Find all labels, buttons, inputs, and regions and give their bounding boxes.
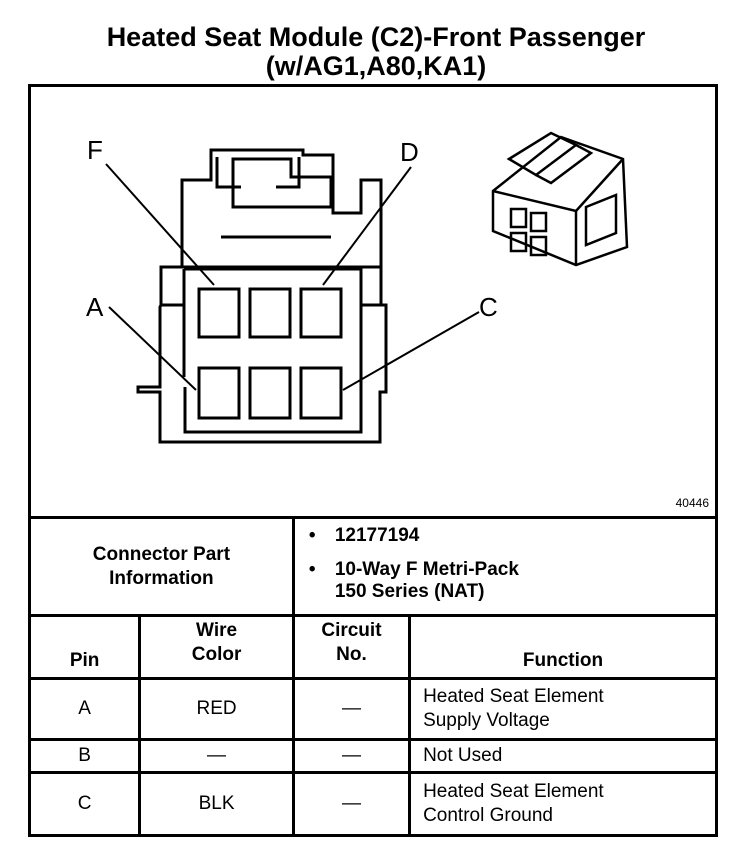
cavity-D — [299, 287, 343, 339]
callout-label-A: A — [86, 292, 104, 322]
wire-color-cell: — — [138, 738, 295, 774]
connector-part-info-list: • 12177194 • 10-Way F Metri-Pack 150 Ser… — [291, 516, 719, 617]
header-wire-color-line1: Wire — [196, 620, 238, 641]
circuit-cell: — — [291, 738, 412, 774]
wire-color-cell: BLK — [138, 771, 295, 837]
header-circuit-no: Circuit No. — [291, 614, 412, 680]
wire-color-cell: RED — [138, 677, 295, 741]
connector-part-info-row: Connector Part Information • 12177194 • … — [28, 516, 719, 617]
page-title: Heated Seat Module (C2)-Front Passenger — [106, 22, 646, 52]
bullet-icon: • — [308, 559, 316, 580]
connector-body — [136, 265, 388, 444]
header-wire-color: Wire Color — [138, 614, 295, 680]
circuit-cell: — — [291, 677, 412, 741]
function-line1: Not Used — [423, 745, 503, 766]
part-number: 12177194 — [334, 525, 420, 546]
callout-label-F: F — [87, 135, 103, 165]
cavity-F — [197, 287, 241, 339]
header-function: Function — [408, 614, 718, 680]
callout-leader-C — [342, 311, 480, 391]
circuit-cell: — — [291, 771, 412, 837]
connector-part-info-label-line2: Information — [109, 567, 214, 589]
cavity-middle-bottom — [248, 366, 292, 420]
cavity-A — [197, 366, 241, 420]
connector-part-info-label: Connector Part Information — [28, 516, 295, 617]
connector-type-item: • 10-Way F Metri-Pack 150 Series (NAT) — [309, 559, 715, 603]
page-subtitle: (w/AG1,A80,KA1) — [265, 51, 487, 81]
cavity-C — [299, 366, 343, 420]
connector-face-drawing — [105, 131, 629, 444]
part-number-item: • 12177194 — [309, 525, 715, 547]
connector-latch — [180, 148, 383, 269]
function-line1: Heated Seat Element — [423, 686, 604, 707]
connector-diagram-panel: F D A C 40446 — [28, 84, 718, 516]
pin-cell: C — [27, 771, 142, 837]
bullet-icon: • — [308, 525, 316, 546]
cavity-middle-top — [248, 287, 292, 339]
table-row: C BLK — Heated Seat Element Control Grou… — [27, 771, 718, 837]
callout-label-D: D — [400, 137, 419, 167]
connector-type-line1: 10-Way F Metri-Pack — [334, 559, 519, 580]
pin-cell: A — [27, 677, 142, 741]
callout-label-C: C — [479, 292, 498, 322]
connector-latch-inner — [231, 157, 333, 209]
function-line1: Heated Seat Element — [423, 781, 604, 802]
connector-info-table: Connector Part Information • 12177194 • … — [27, 516, 719, 837]
function-line2: Supply Voltage — [423, 710, 550, 731]
function-cell: Heated Seat Element Supply Voltage — [408, 677, 718, 741]
table-row: A RED — Heated Seat Element Supply Volta… — [27, 677, 718, 741]
connector-type-line2: 150 Series (NAT) — [334, 581, 485, 602]
function-cell: Heated Seat Element Control Ground — [408, 771, 718, 837]
callout-leader-F — [105, 163, 215, 286]
header-circuit-line2: No. — [336, 644, 367, 665]
connector-part-info-label-line1: Connector Part — [92, 543, 231, 565]
pin-cell: B — [27, 738, 142, 774]
function-line2: Control Ground — [423, 805, 553, 826]
callout-leader-A — [108, 306, 197, 391]
function-cell: Not Used — [408, 738, 718, 774]
connector-isometric-view — [491, 131, 629, 267]
callout-leader-D — [322, 166, 412, 286]
table-row: B — — Not Used — [27, 738, 718, 774]
table-header-row: Pin Wire Color Circuit No. Function — [27, 614, 718, 680]
header-circuit-line1: Circuit — [321, 620, 382, 641]
figure-number: 40446 — [675, 496, 709, 510]
header-pin: Pin — [27, 614, 142, 680]
header-wire-color-line2: Color — [191, 644, 242, 665]
